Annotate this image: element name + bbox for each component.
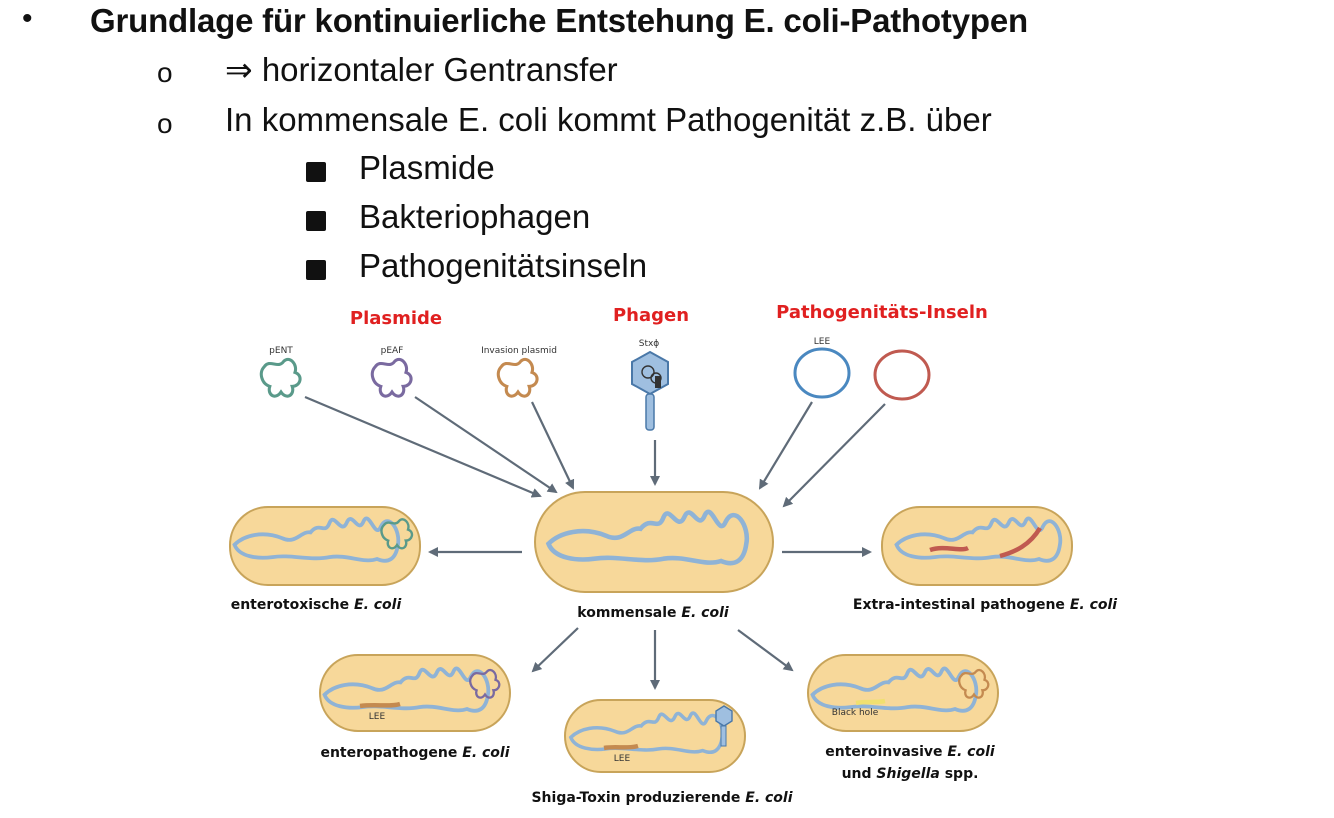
- stec-lee-label: LEE: [614, 754, 631, 764]
- arrow-to-epec: [533, 628, 578, 671]
- header-plasmids: Plasmide: [350, 308, 442, 329]
- label-pent: pENT: [269, 346, 293, 356]
- caption-eiec-line1: enteroinvasive E. coli: [825, 744, 995, 760]
- caption-commensal: kommensale E. coli: [577, 605, 729, 621]
- expec-cell: [882, 507, 1072, 585]
- caption-stec: Shiga-Toxin produzierende E. coli: [531, 790, 792, 806]
- stec-cell: [565, 700, 745, 772]
- arrow-to-eiec: [738, 630, 792, 670]
- label-invasion-plasmid: Invasion plasmid: [481, 346, 557, 356]
- etec-cell: [230, 507, 420, 585]
- lee-island-icon: [795, 349, 849, 397]
- label-lee-island: LEE: [814, 337, 831, 347]
- epec-lee-label: LEE: [369, 712, 386, 722]
- header-pathogenicity-islands: Pathogenitäts-Inseln: [776, 302, 988, 323]
- commensal-cell: [535, 492, 773, 592]
- label-peaf: pEAF: [381, 346, 404, 356]
- label-stx-phage: Stxϕ: [639, 339, 660, 349]
- header-phages: Phagen: [613, 305, 689, 326]
- arrow-peaf-to-commensal: [415, 397, 556, 492]
- arrow-island-to-commensal: [784, 404, 885, 506]
- invasion-plasmid-icon: [498, 359, 537, 396]
- stx-phage-icon: [632, 352, 668, 430]
- pent-plasmid-icon: [261, 359, 300, 396]
- arrow-lee-to-commensal: [760, 402, 812, 488]
- eiec-black-hole-label: Black hole: [832, 708, 879, 718]
- caption-eiec-line2: und Shigella spp.: [842, 766, 979, 782]
- eiec-cell: [808, 655, 998, 731]
- caption-expec: Extra-intestinal pathogene E. coli: [853, 597, 1117, 613]
- arrow-pent-to-commensal: [305, 397, 540, 496]
- arrow-invasion-to-commensal: [532, 402, 573, 488]
- peaf-plasmid-icon: [372, 359, 411, 396]
- epec-cell: [320, 655, 510, 731]
- island-icon: [875, 351, 929, 399]
- caption-epec: enteropathogene E. coli: [320, 745, 509, 761]
- caption-etec: enterotoxische E. coli: [231, 597, 402, 613]
